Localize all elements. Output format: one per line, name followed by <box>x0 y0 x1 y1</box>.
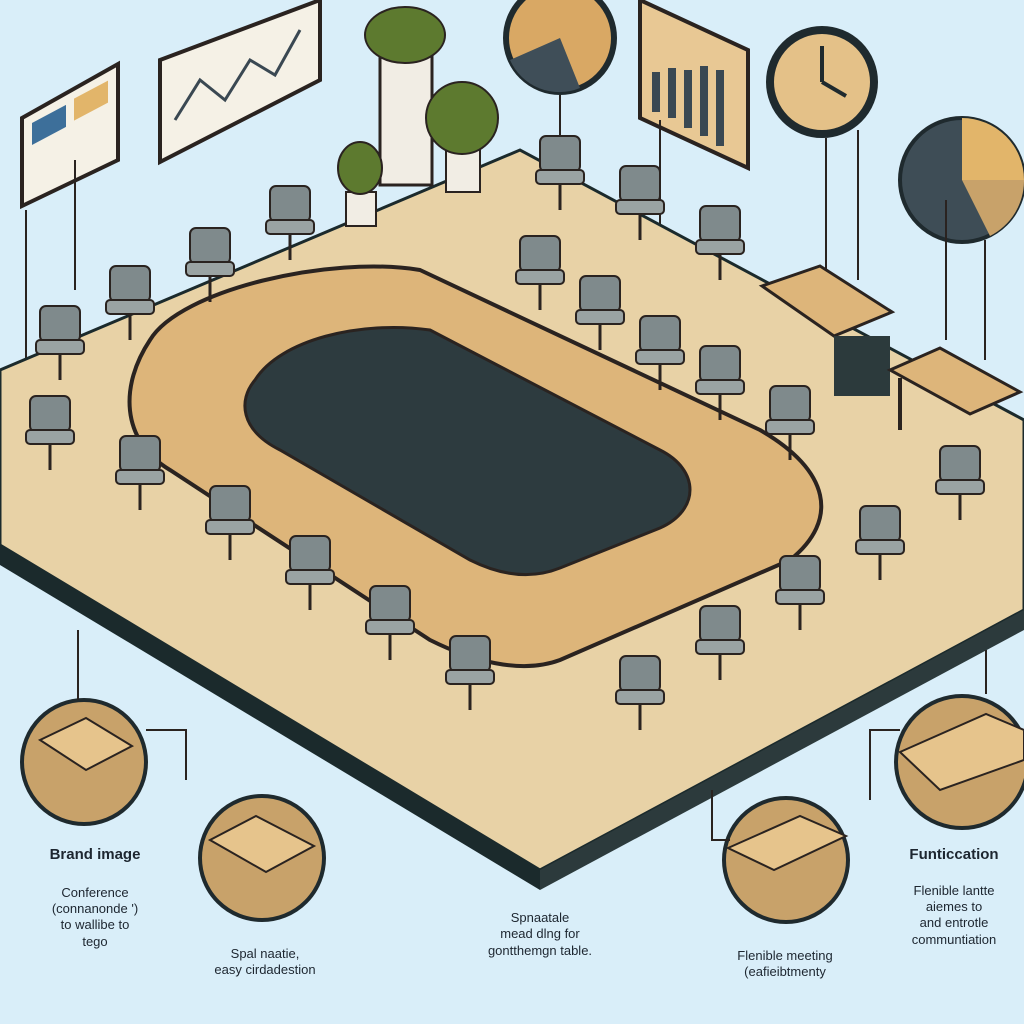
spatial-line-2: easy cirdadestion <box>214 962 316 978</box>
floor-edge-right <box>540 610 1024 890</box>
label-brand: Brand image Conference (connanonde ') to… <box>10 846 180 950</box>
chair <box>615 655 665 730</box>
wall-guide-lines <box>25 95 986 360</box>
chair <box>615 165 665 240</box>
chair <box>365 585 415 660</box>
chair <box>115 435 165 510</box>
potted-plant <box>425 81 499 193</box>
side-desk-back <box>758 264 896 396</box>
floor-edge <box>0 545 540 890</box>
wall-clock-right <box>766 26 878 138</box>
chair <box>855 505 905 580</box>
function-line-4: communtiation <box>911 931 997 947</box>
chair <box>285 535 335 610</box>
chair <box>695 205 745 280</box>
wall-clock-left <box>503 0 617 95</box>
function-line-1: Flenible lantte <box>913 882 995 898</box>
spatial-line-1: Spal naatie, <box>230 946 300 961</box>
callout-flexible <box>711 790 850 924</box>
chair <box>575 275 625 350</box>
callout-function <box>869 650 1024 830</box>
callout-spatial <box>198 794 326 922</box>
chairs <box>25 135 985 730</box>
chair <box>25 395 75 470</box>
chair <box>185 227 235 302</box>
label-spatial: Spal naatie, easy cirdadestion <box>180 946 350 979</box>
chair <box>775 555 825 630</box>
label-center: Spnaatale mead dlng for gontthemgn table… <box>450 910 630 959</box>
center-line-1: Spnaatale <box>510 910 570 925</box>
chair <box>205 485 255 560</box>
chair <box>765 385 815 460</box>
chair <box>635 315 685 390</box>
wall-chart-mountain <box>158 0 322 166</box>
flexible-line-2: (eafieibtmenty <box>744 964 826 980</box>
pillar-planter <box>364 6 446 187</box>
center-line-3: gontthemgn table. <box>487 942 593 958</box>
brand-line-4: tego <box>82 933 108 949</box>
function-line-3: and entrotle <box>919 915 989 931</box>
wall-board-left <box>20 60 120 210</box>
chair <box>265 185 315 260</box>
label-flexible: Flenible meeting (eafieibtmenty <box>700 948 870 981</box>
chair <box>695 605 745 680</box>
brand-line-2: (connanonde ') <box>51 901 139 916</box>
callout-brand <box>20 630 187 826</box>
chair <box>695 345 745 420</box>
brand-line-3: to wallibe to <box>60 917 130 933</box>
side-desk-right <box>886 346 1024 430</box>
center-line-2: mead dlng for <box>500 926 580 942</box>
conference-table <box>127 264 824 669</box>
chair <box>935 445 985 520</box>
function-line-2: aiemes to <box>925 899 983 914</box>
potted-plant-small <box>337 141 383 227</box>
brand-line-1: Conference <box>61 884 129 900</box>
chair <box>35 305 85 380</box>
chair <box>535 135 585 210</box>
wall-bar-chart <box>638 0 750 172</box>
function-title: Funticcation <box>909 846 999 863</box>
chair <box>515 235 565 310</box>
flexible-line-1: Flenible meeting <box>737 948 833 963</box>
wall-pie-chart <box>898 116 1024 244</box>
chair <box>445 635 495 710</box>
label-function: Funticcation Flenible lantte aiemes to a… <box>884 846 1024 948</box>
brand-title: Brand image <box>49 846 141 863</box>
chair <box>105 265 155 340</box>
